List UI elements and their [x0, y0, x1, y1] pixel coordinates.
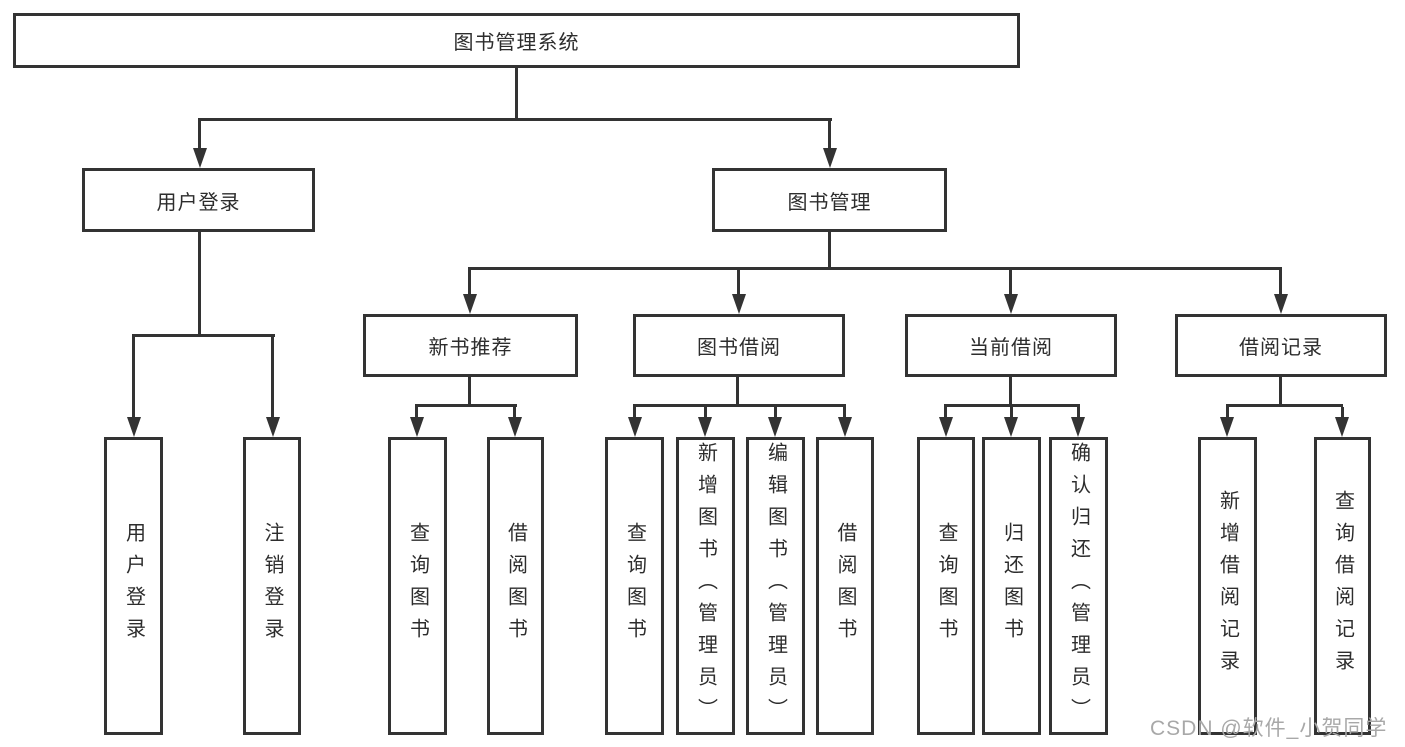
connector — [1009, 377, 1012, 407]
connector — [704, 407, 707, 419]
node-label: 查询借阅记录 — [1331, 490, 1354, 682]
arrowhead — [698, 417, 712, 437]
node-current-borrow: 当前借阅 — [905, 314, 1117, 377]
connector — [198, 118, 832, 121]
arrowhead — [193, 148, 207, 168]
node-label: 用户登录 — [122, 522, 145, 650]
arrowhead — [838, 417, 852, 437]
arrowhead — [463, 294, 477, 314]
node-label: 当前借阅 — [969, 337, 1053, 359]
node-label: 新书推荐 — [428, 337, 513, 359]
connector — [132, 337, 135, 419]
node-borrow-book: 借阅图书 — [816, 437, 874, 735]
node-new-book-recommend: 新书推荐 — [363, 314, 578, 377]
connector — [828, 232, 831, 270]
node-label: 查询图书 — [406, 522, 429, 650]
node-label: 新增借阅记录 — [1216, 490, 1239, 682]
connector — [198, 232, 201, 337]
connector — [198, 121, 201, 150]
arrowhead — [823, 148, 837, 168]
connector — [1226, 407, 1229, 419]
node-label: 图书借阅 — [697, 337, 781, 359]
connector — [415, 407, 418, 419]
node-user-login: 用户登录 — [82, 168, 315, 232]
node-confirm-return-admin: 确认归还（管理员） — [1049, 437, 1108, 735]
node-label: 查询图书 — [623, 522, 646, 650]
connector — [1341, 407, 1344, 419]
connector — [513, 407, 516, 419]
node-label: 用户登录 — [156, 191, 241, 214]
connector — [1077, 407, 1080, 419]
node-label: 借阅图书 — [834, 522, 856, 650]
arrowhead — [410, 417, 424, 437]
node-borrow-records: 借阅记录 — [1175, 314, 1387, 377]
arrowhead — [127, 417, 141, 437]
node-book-management: 图书管理 — [712, 168, 947, 232]
connector — [271, 337, 274, 419]
arrowhead — [939, 417, 953, 437]
connector — [736, 377, 739, 407]
connector — [828, 121, 831, 150]
node-system-root: 图书管理系统 — [13, 13, 1020, 68]
arrowhead — [732, 294, 746, 314]
connector — [944, 404, 1080, 407]
node-label: 新增图书（管理员） — [694, 442, 717, 730]
connector — [774, 407, 777, 419]
arrowhead — [1004, 294, 1018, 314]
node-label: 编辑图书（管理员） — [764, 442, 787, 730]
connector — [737, 270, 740, 296]
node-search-book-current: 查询图书 — [917, 437, 975, 735]
node-add-borrow-record: 新增借阅记录 — [1198, 437, 1257, 735]
arrowhead — [1220, 417, 1234, 437]
node-search-book-recommend: 查询图书 — [388, 437, 447, 735]
node-user-login-leaf: 用户登录 — [104, 437, 163, 735]
node-label: 注销登录 — [261, 522, 283, 650]
connector — [132, 334, 275, 337]
connector — [468, 267, 1282, 270]
node-label: 图书管理 — [787, 191, 872, 214]
connector — [944, 407, 947, 419]
node-logout: 注销登录 — [243, 437, 301, 735]
node-label: 查询图书 — [935, 522, 957, 650]
connector — [1010, 407, 1013, 419]
arrowhead — [1274, 294, 1288, 314]
connector — [843, 407, 846, 419]
node-label: 归还图书 — [1000, 522, 1023, 650]
node-search-borrow-record: 查询借阅记录 — [1314, 437, 1371, 735]
connector — [633, 404, 846, 407]
connector — [1009, 270, 1012, 296]
node-borrow-book-recommend: 借阅图书 — [487, 437, 544, 735]
node-search-book-borrow: 查询图书 — [605, 437, 664, 735]
node-label: 图书管理系统 — [453, 32, 580, 54]
arrowhead — [1004, 417, 1018, 437]
node-edit-book-admin: 编辑图书（管理员） — [746, 437, 805, 735]
arrowhead — [266, 417, 280, 437]
connector — [468, 377, 471, 407]
node-return-book: 归还图书 — [982, 437, 1041, 735]
connector — [1226, 404, 1343, 407]
node-label: 借阅图书 — [504, 522, 527, 650]
connector — [1279, 270, 1282, 296]
connector — [468, 270, 471, 296]
connector — [1279, 377, 1282, 407]
arrowhead — [508, 417, 522, 437]
arrowhead — [1071, 417, 1085, 437]
connector — [633, 407, 636, 419]
node-add-book-admin: 新增图书（管理员） — [676, 437, 735, 735]
connector — [515, 68, 518, 121]
connector — [415, 404, 517, 407]
node-label: 借阅记录 — [1239, 337, 1323, 359]
node-label: 确认归还（管理员） — [1067, 442, 1090, 730]
arrowhead — [768, 417, 782, 437]
arrowhead — [628, 417, 642, 437]
arrowhead — [1335, 417, 1349, 437]
node-book-borrow: 图书借阅 — [633, 314, 845, 377]
watermark: CSDN @软件_小贺同学 — [1150, 717, 1388, 740]
